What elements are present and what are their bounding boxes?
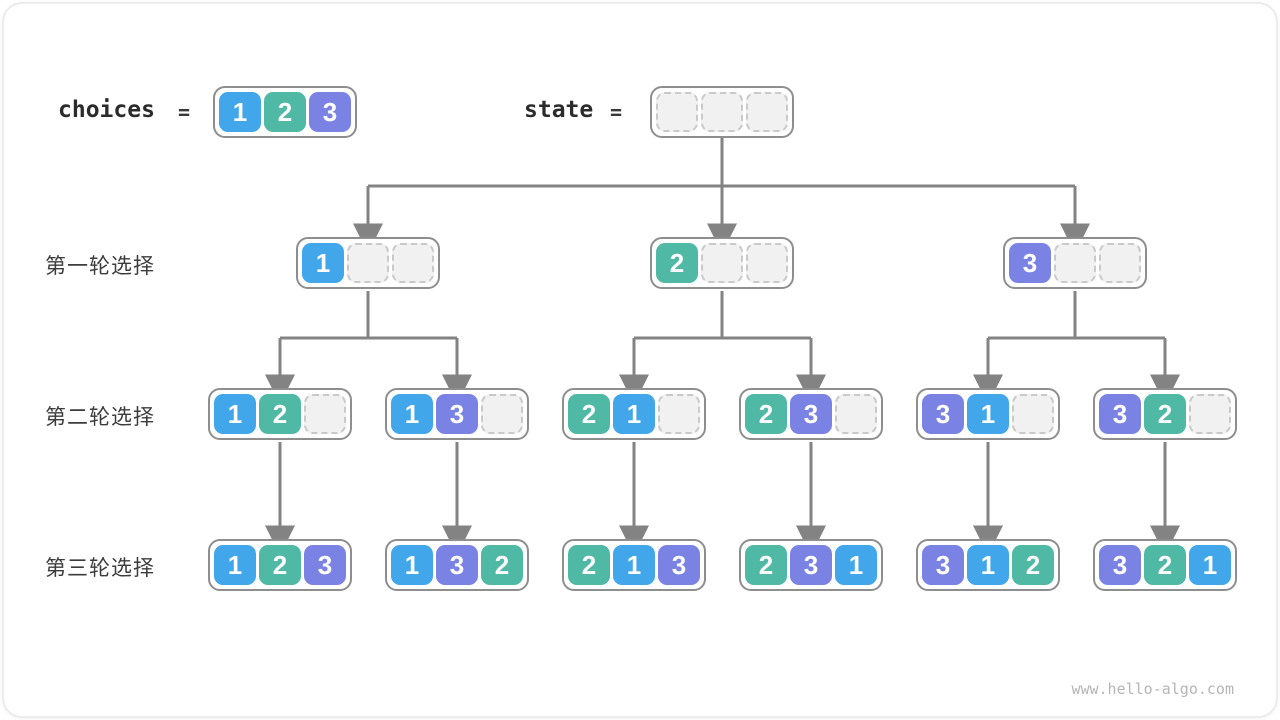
cell: 1 [219,92,261,132]
cell [701,92,743,132]
cell [746,243,788,283]
cell: 1 [613,545,655,585]
cell: 3 [790,394,832,434]
cell [1189,394,1231,434]
choices-label: choices [58,97,155,123]
cell: 2 [568,394,610,434]
state-box: 1 2 [208,388,352,440]
state-box: 2 3 [739,388,883,440]
cell: 2 [745,394,787,434]
state-box: 2 1 3 [562,539,706,591]
cell [1099,243,1141,283]
cell: 1 [613,394,655,434]
cell: 1 [1189,545,1231,585]
cell [746,92,788,132]
cell: 3 [1009,243,1051,283]
cell [347,243,389,283]
cell: 2 [656,243,698,283]
state-box: 1 [296,237,440,289]
cell: 1 [391,394,433,434]
cell: 3 [436,394,478,434]
cell [656,92,698,132]
cell [701,243,743,283]
cell: 2 [1012,545,1054,585]
state-box: 2 [650,237,794,289]
cell: 2 [259,394,301,434]
cell [304,394,346,434]
cell: 3 [304,545,346,585]
state-label: state [524,97,594,123]
choices-equals-sign: = [178,100,191,124]
cell: 1 [967,394,1009,434]
state-box: 2 1 [562,388,706,440]
cell [392,243,434,283]
cell [1012,394,1054,434]
cell: 1 [967,545,1009,585]
state-equals-sign: = [610,100,623,124]
state-box: 3 1 [916,388,1060,440]
cell: 2 [1144,394,1186,434]
cell: 2 [264,92,306,132]
cell: 1 [214,545,256,585]
state-box-root [650,86,794,138]
state-box: 1 2 3 [208,539,352,591]
cell: 2 [481,545,523,585]
cell: 2 [568,545,610,585]
row-label-round-1: 第一轮选择 [45,255,155,278]
cell [481,394,523,434]
state-box: 1 3 2 [385,539,529,591]
cell: 3 [1099,394,1141,434]
cell: 3 [790,545,832,585]
state-box: 3 [1003,237,1147,289]
cell: 2 [1144,545,1186,585]
state-box: 3 1 2 [916,539,1060,591]
cell: 3 [658,545,700,585]
cell [658,394,700,434]
cell: 3 [1099,545,1141,585]
state-box: 1 3 [385,388,529,440]
watermark: www.hello-algo.com [1071,680,1234,698]
cell: 1 [302,243,344,283]
cell: 3 [309,92,351,132]
cell [835,394,877,434]
cell: 1 [214,394,256,434]
state-box: 3 2 1 [1093,539,1237,591]
state-box: 3 2 [1093,388,1237,440]
cell [1054,243,1096,283]
choices-box: 1 2 3 [213,86,357,138]
cell: 2 [259,545,301,585]
cell: 1 [835,545,877,585]
cell: 1 [391,545,433,585]
cell: 3 [922,545,964,585]
cell: 3 [436,545,478,585]
state-box: 2 3 1 [739,539,883,591]
row-label-round-3: 第三轮选择 [45,557,155,580]
cell: 2 [745,545,787,585]
cell: 3 [922,394,964,434]
row-label-round-2: 第二轮选择 [45,406,155,429]
